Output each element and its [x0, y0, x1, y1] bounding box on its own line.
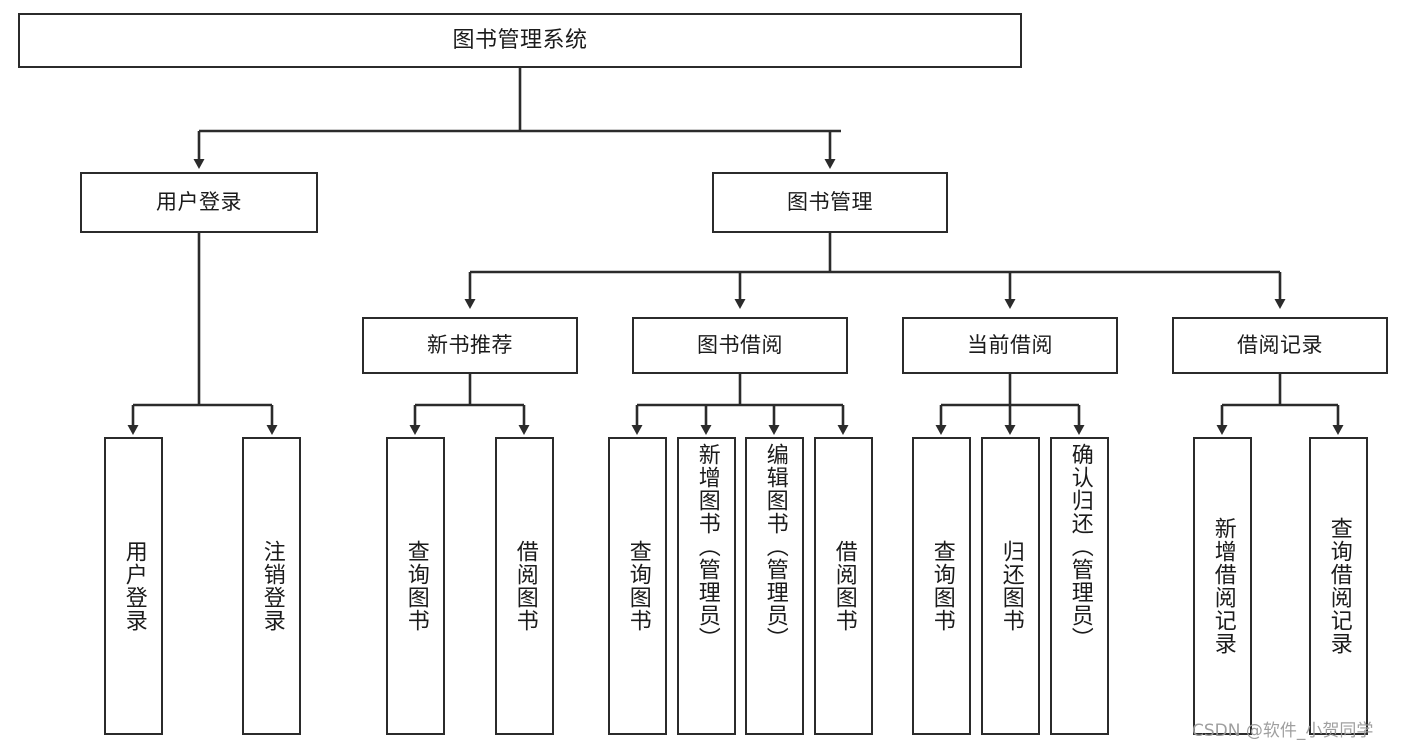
node-borrow-record-label: 借阅记录: [1237, 333, 1323, 358]
leaf-borrow-book-recommendation[interactable]: 借阅图书: [495, 437, 554, 735]
node-book-borrow[interactable]: 图书借阅: [632, 317, 848, 374]
leaf-query-book-recommendation-label: 查询图书: [403, 540, 429, 632]
leaf-add-book[interactable]: 新增图书（管理员）: [677, 437, 736, 735]
leaf-confirm-return[interactable]: 确认归还（管理员）: [1050, 437, 1109, 735]
node-borrow-record[interactable]: 借阅记录: [1172, 317, 1388, 374]
leaf-query-book-borrow-label: 查询图书: [625, 540, 651, 632]
leaf-confirm-return-label: 确认归还（管理员）: [1067, 443, 1093, 650]
leaf-return-book-label: 归还图书: [998, 540, 1024, 632]
node-current-borrow-label: 当前借阅: [967, 333, 1053, 358]
leaf-return-book[interactable]: 归还图书: [981, 437, 1040, 735]
leaf-query-book-current-label: 查询图书: [929, 540, 955, 632]
leaf-logout-label: 注销登录: [259, 540, 285, 632]
leaf-borrow-book-recommendation-label: 借阅图书: [512, 540, 538, 632]
leaf-borrow-book-label: 借阅图书: [831, 540, 857, 632]
node-new-book-recommendation-label: 新书推荐: [427, 333, 513, 358]
node-new-book-recommendation[interactable]: 新书推荐: [362, 317, 578, 374]
leaf-add-borrow-record-label: 新增借阅记录: [1210, 517, 1236, 655]
leaf-add-book-label: 新增图书（管理员）: [694, 443, 720, 650]
leaf-edit-book-label: 编辑图书（管理员）: [762, 443, 788, 650]
leaf-user-login-label: 用户登录: [121, 540, 147, 632]
leaf-borrow-book[interactable]: 借阅图书: [814, 437, 873, 735]
leaf-logout[interactable]: 注销登录: [242, 437, 301, 735]
node-root-label: 图书管理系统: [452, 27, 588, 53]
leaf-user-login[interactable]: 用户登录: [104, 437, 163, 735]
node-user-login-label: 用户登录: [156, 190, 242, 215]
node-book-manage[interactable]: 图书管理: [712, 172, 948, 233]
leaf-edit-book[interactable]: 编辑图书（管理员）: [745, 437, 804, 735]
leaf-query-borrow-record-label: 查询借阅记录: [1326, 517, 1352, 655]
node-root[interactable]: 图书管理系统: [18, 13, 1022, 68]
node-book-borrow-label: 图书借阅: [697, 333, 783, 358]
leaf-query-book-borrow[interactable]: 查询图书: [608, 437, 667, 735]
node-book-manage-label: 图书管理: [787, 190, 873, 215]
node-user-login[interactable]: 用户登录: [80, 172, 318, 233]
leaf-query-book-recommendation[interactable]: 查询图书: [386, 437, 445, 735]
leaf-add-borrow-record[interactable]: 新增借阅记录: [1193, 437, 1252, 735]
leaf-query-book-current[interactable]: 查询图书: [912, 437, 971, 735]
watermark-text: CSDN @软件_小贺同学: [1192, 721, 1374, 741]
node-current-borrow[interactable]: 当前借阅: [902, 317, 1118, 374]
leaf-query-borrow-record[interactable]: 查询借阅记录: [1309, 437, 1368, 735]
